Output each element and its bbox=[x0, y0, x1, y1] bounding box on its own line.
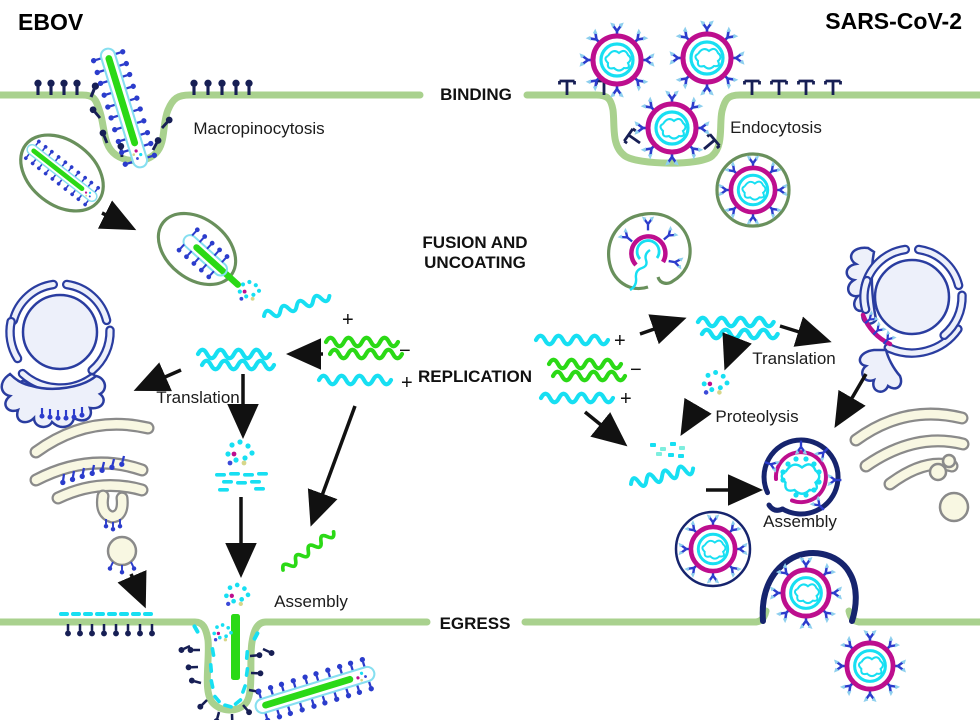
arrow-sars-mrna-to-er bbox=[779, 316, 832, 347]
arrow-sars-translation bbox=[722, 332, 752, 371]
arrow-ebov-mrna-to-er bbox=[133, 362, 182, 392]
ebov-side: Macropinocytosis bbox=[0, 44, 431, 720]
sars-virion-free bbox=[670, 21, 745, 96]
sars-endosome bbox=[715, 152, 791, 228]
arrow-sars-genome-to-mrna bbox=[639, 314, 687, 345]
ebov-plasma-membrane-bottom bbox=[0, 618, 431, 714]
ebov-genome-sign: − bbox=[399, 340, 411, 362]
arrow-ebov-genome-to-assembly bbox=[307, 405, 357, 527]
ebov-nascent-rna bbox=[260, 290, 333, 322]
ebov-nucleoprotein-dashes bbox=[215, 472, 268, 492]
ebov-assembly-proteins bbox=[224, 582, 251, 607]
sars-exocytic-vesicle bbox=[674, 510, 752, 588]
sars-virion-released bbox=[834, 630, 906, 702]
ebov-released-virion bbox=[251, 655, 380, 720]
sars-entry-label: Endocytosis bbox=[730, 118, 822, 137]
stage-fusion-line2: UNCOATING bbox=[424, 253, 526, 272]
figure-title-right: SARS-CoV-2 bbox=[825, 8, 962, 34]
sars-virion-binding bbox=[635, 91, 710, 166]
arrow-sars-genome-to-nucleocapsid bbox=[583, 410, 628, 447]
ebov-entry-label: Macropinocytosis bbox=[193, 119, 324, 138]
ergic-membrane bbox=[860, 312, 893, 347]
stage-binding: BINDING bbox=[440, 85, 512, 104]
ebov-nascent-rna-sign: + bbox=[342, 309, 354, 331]
arrow-ebov-entry-to-uncoating bbox=[97, 200, 137, 231]
sars-subgenomic-sign: + bbox=[620, 388, 632, 410]
ebov-progeny-genome bbox=[278, 527, 338, 575]
nucleus-right bbox=[845, 248, 962, 393]
ebov-uncoating-vesicle bbox=[156, 211, 262, 301]
sars-assembly-label: Assembly bbox=[763, 512, 837, 531]
sars-nucleocapsid-rna bbox=[627, 461, 697, 491]
ebov-membrane-spikes bbox=[59, 612, 200, 656]
sars-virion-free bbox=[580, 23, 655, 98]
ebov-proteins bbox=[225, 439, 255, 466]
nucleus-left bbox=[0, 285, 110, 429]
ebov-replication-rna bbox=[319, 338, 402, 385]
stage-labels: BINDING FUSION AND UNCOATING REPLICATION… bbox=[418, 85, 532, 633]
arrow-er-to-assembly bbox=[834, 373, 868, 429]
sars-plasma-membrane-bottom-right bbox=[845, 607, 980, 626]
sars-polyprotein bbox=[701, 370, 730, 395]
stage-replication: REPLICATION bbox=[418, 367, 532, 386]
sars-genome-sign: + bbox=[614, 330, 626, 352]
sars-plasma-membrane-bottom-left bbox=[521, 607, 770, 626]
sars-egress-dome bbox=[759, 550, 859, 624]
sars-antigenome-sign: − bbox=[630, 359, 642, 381]
ebov-translation-label: Translation bbox=[156, 388, 239, 407]
sars-proteolysis-label: Proteolysis bbox=[715, 407, 798, 426]
golgi-left bbox=[36, 424, 148, 576]
sars-cleaved-proteins bbox=[650, 442, 685, 458]
sars-translation-label: Translation bbox=[752, 349, 835, 368]
figure-title-left: EBOV bbox=[18, 9, 84, 35]
sars-replication-rna bbox=[536, 336, 625, 403]
ebov-assembly-label: Assembly bbox=[274, 592, 348, 611]
arrow-sars-proteolysis bbox=[680, 397, 712, 437]
sars-side: Endocytosis + − + bbox=[521, 21, 980, 703]
transport-vesicle bbox=[938, 491, 970, 523]
sars-fusion-vesicle bbox=[607, 212, 692, 292]
ebov-antigenome-sign: + bbox=[401, 372, 413, 394]
transport-vesicle bbox=[106, 535, 138, 567]
golgi-right bbox=[856, 414, 970, 523]
stage-fusion-line1: FUSION AND bbox=[422, 233, 527, 252]
stage-egress: EGRESS bbox=[440, 614, 511, 633]
arrow-vesicle-to-membrane bbox=[117, 570, 147, 609]
ebov-budding-virion bbox=[184, 614, 277, 720]
ebov-mrna bbox=[198, 350, 274, 370]
sars-assembly-structure bbox=[761, 437, 843, 517]
sars-mrna bbox=[698, 318, 778, 339]
